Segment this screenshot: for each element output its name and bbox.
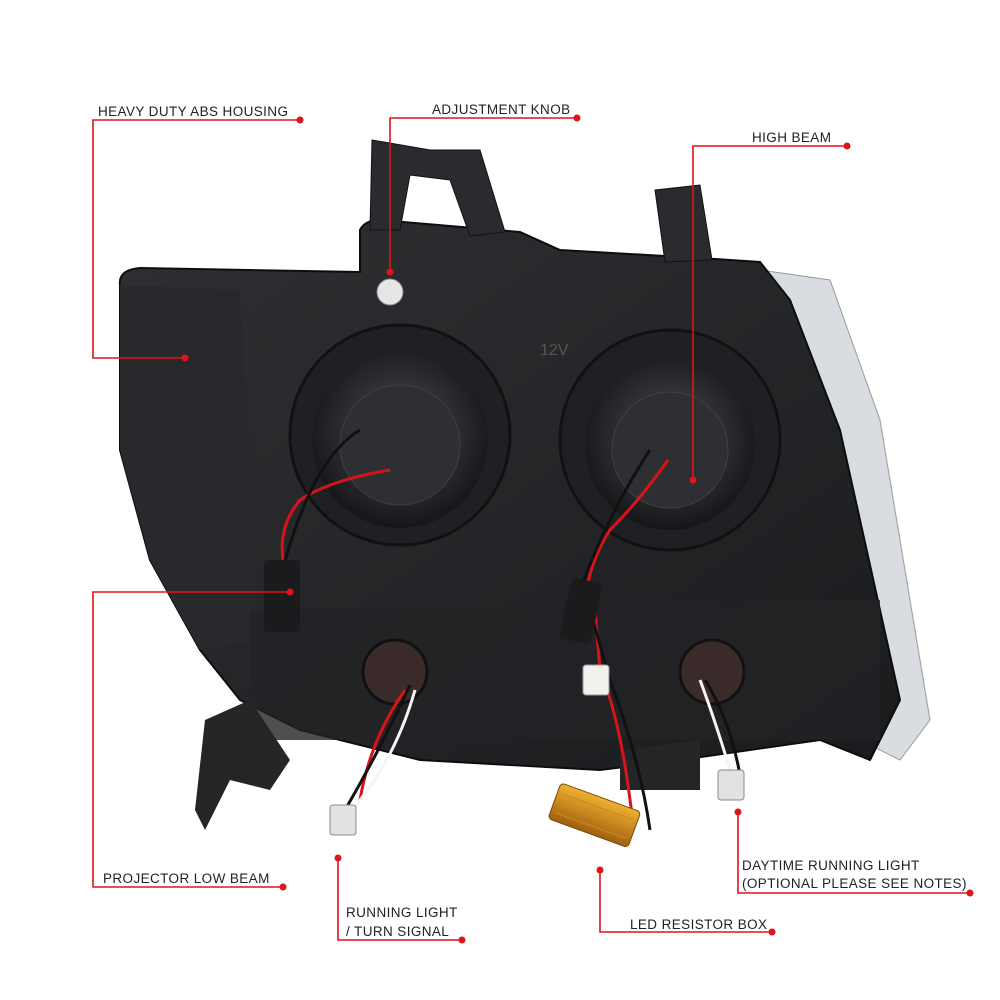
callout-lines [92,117,970,941]
label-led-resistor: LED RESISTOR BOX [630,917,768,932]
top-bracket [369,139,506,237]
high-beam-connector [559,578,603,644]
label-drl: DAYTIME RUNNING LIGHT [742,858,920,873]
label-housing: HEAVY DUTY ABS HOUSING [98,104,289,119]
label-high-beam: HIGH BEAM [752,130,832,145]
voltage-marking: 12V [540,342,569,359]
white-connector [582,664,610,696]
led-resistor-box [548,783,641,847]
turn-signal-socket [361,638,429,706]
label-drl-note: (OPTIONAL PLEASE SEE NOTES) [742,876,967,891]
low-beam-connector [264,560,300,632]
right-bracket [654,184,713,263]
drl-bulb [717,769,745,801]
callout-dots [181,114,974,944]
label-running-light: RUNNING LIGHT [346,905,458,920]
drl-socket [678,638,746,706]
adjustment-knob [376,278,404,306]
label-adjustment-knob: ADJUSTMENT KNOB [432,102,571,117]
label-turn-signal: / TURN SIGNAL [346,924,450,939]
turn-signal-bulb [329,804,357,836]
label-low-beam: PROJECTOR LOW BEAM [103,871,270,886]
